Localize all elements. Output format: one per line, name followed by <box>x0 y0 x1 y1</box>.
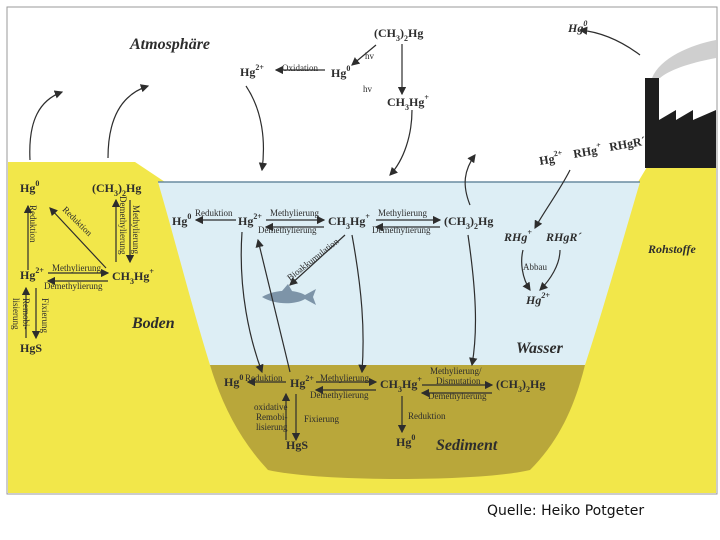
sed-hg0: Hg0 <box>224 373 243 389</box>
soil-fixation-label: Fixierung <box>40 298 50 333</box>
arrow-dimethyl-to-hg0 <box>351 44 377 66</box>
sed-hgs: HgS <box>286 438 308 452</box>
water-rhg: RHg+ <box>503 228 532 244</box>
sed-methyl-hg: CH3Hg+ <box>380 375 422 394</box>
water-methylation-label-1: Methylierung <box>270 208 319 218</box>
water-hg2-bottom: Hg2+ <box>525 291 550 307</box>
sed-methylation-label: Methylierung <box>320 373 369 383</box>
source-caption: Quelle: Heiko Potgeter <box>487 503 645 519</box>
factory-hg2: Hg2+ <box>538 148 565 168</box>
sed-oxidative-remob-label-3: lisierung <box>256 422 288 432</box>
arrow-atm-hg2-down <box>245 85 268 172</box>
water-degradation-label: Abbau <box>523 262 547 272</box>
sed-fixation-label: Fixierung <box>304 414 339 424</box>
atm-hv-2: hv <box>363 84 373 94</box>
soil-demethylation-vert-label: Demethylierung <box>118 196 128 255</box>
atm-hg0: Hg0 <box>331 64 350 80</box>
arrow-methyl-down <box>389 109 413 176</box>
sed-demethylation-label: Demethylierung <box>310 390 369 400</box>
fish-icon <box>262 284 316 305</box>
arrow-factory-hg0 <box>578 26 641 56</box>
water-label: Wasser <box>516 340 564 357</box>
soil-remob-label-2: lisierung <box>11 298 21 330</box>
arrow-soil-diag <box>49 207 107 269</box>
arrow-rhgr-degradation <box>539 249 561 291</box>
factory-rhg: RHg+ <box>572 140 603 161</box>
arrow-water-dimethyl-down <box>467 234 478 367</box>
soil-methylation-vert-label: Methylierung <box>131 205 141 254</box>
sediment-label: Sediment <box>436 437 498 454</box>
sed-demethylation-label-2: Demethylierung <box>428 391 487 401</box>
arrow-soil-dimethyl-up <box>107 84 150 159</box>
soil-hg0: Hg0 <box>20 179 39 195</box>
atm-hv-1: hv <box>365 51 375 61</box>
flow-arrows <box>21 26 641 442</box>
water-methylation-label-2: Methylierung <box>378 208 427 218</box>
soil-label: Boden <box>131 315 175 332</box>
arrow-bioaccumulation <box>289 234 346 286</box>
soil-methylation-label: Methylierung <box>52 263 101 273</box>
raw-materials-label: Rohstoffe <box>647 242 696 256</box>
arrow-soil-hg0-up <box>29 90 64 161</box>
sed-reduction-label-2: Reduktion <box>408 411 446 421</box>
arrow-water-hg2-down <box>240 231 264 374</box>
sed-methylation-dismutation-label-2: Dismutation <box>436 376 481 386</box>
water-hg0: Hg0 <box>172 212 191 228</box>
water-region <box>158 182 640 365</box>
sed-dimethyl-hg: (CH3)2Hg <box>496 377 545 394</box>
water-methyl-hg: CH3Hg+ <box>328 212 370 231</box>
arrow-water-methyl-down <box>351 234 367 374</box>
sed-reduction-label: Reduktion <box>245 373 283 383</box>
water-reduction-label: Reduktion <box>195 208 233 218</box>
factory-icon <box>645 40 716 168</box>
atm-methyl-hg: CH3Hg+ <box>387 93 429 112</box>
atm-dimethyl-hg: (CH3)2Hg <box>374 26 423 43</box>
sed-hg0-bottom: Hg0 <box>396 433 415 449</box>
water-demethylation-label-1: Demethylierung <box>258 225 317 235</box>
soil-dimethyl-hg: (CH3)2Hg <box>92 181 141 198</box>
soil-hg2: Hg2+ <box>20 266 44 282</box>
soil-methyl-hg: CH3Hg+ <box>112 267 154 286</box>
water-demethylation-label-2: Demethylierung <box>372 225 431 235</box>
arrow-rhg-degradation <box>521 249 531 291</box>
factory-rhgr: RHgR´ <box>608 134 647 154</box>
water-dimethyl-hg: (CH3)2Hg <box>444 214 493 231</box>
sed-oxidative-remob-label-1: oxidative <box>254 402 288 412</box>
sed-methylation-dismutation-label-1: Methylierung/ <box>430 366 482 376</box>
sed-oxidative-remob-label-2: Remobi- <box>256 412 288 422</box>
arrow-water-dimethyl-up <box>464 154 476 206</box>
soil-hgs: HgS <box>20 341 42 355</box>
atm-hg2: Hg2+ <box>240 63 264 79</box>
atm-oxidation-label: Oxidation <box>282 63 318 73</box>
atmosphere-label: Atmosphäre <box>129 36 210 53</box>
water-hg2: Hg2+ <box>238 212 262 228</box>
sed-hg2: Hg2+ <box>290 374 314 390</box>
arrow-sed-hg2-up <box>255 238 291 373</box>
soil-demethylation-label: Demethylierung <box>44 281 103 291</box>
soil-reduction-label: Reduktion <box>28 205 38 243</box>
arrow-factory-to-rhg <box>534 169 571 230</box>
water-rhgr: RHgR´ <box>545 230 582 244</box>
